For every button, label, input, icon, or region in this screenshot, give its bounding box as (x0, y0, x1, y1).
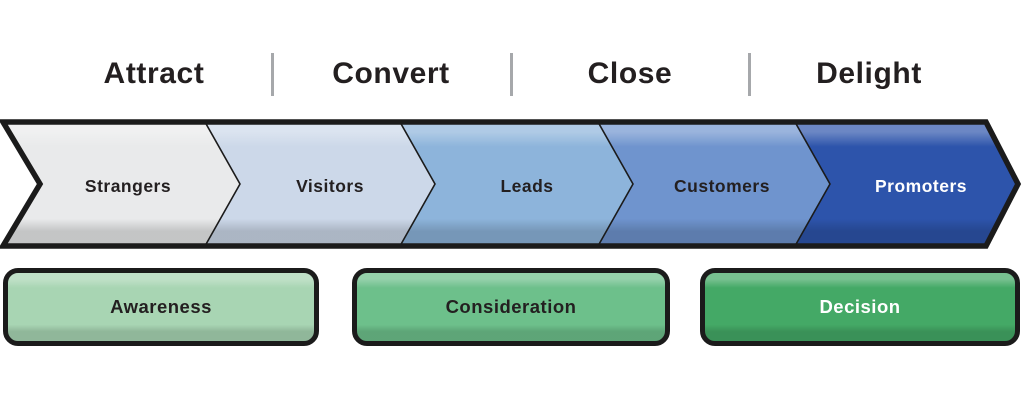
stage-label-strangers: Strangers (85, 176, 171, 196)
phase-label-close: Close (587, 57, 673, 90)
phase-label-delight: Delight (816, 57, 922, 90)
phase-label-attract: Attract (103, 57, 205, 90)
journey-label-awareness: Awareness (110, 296, 212, 317)
journey-box-consideration: Consideration (352, 268, 670, 346)
stage-label-promoters: Promoters (875, 176, 967, 196)
stage-label-visitors: Visitors (296, 176, 364, 196)
funnel-arrow-band: Strangers Visitors Leads Customers Promo… (0, 119, 1022, 249)
segment-divider (204, 121, 241, 247)
journey-box-awareness: Awareness (3, 268, 319, 346)
band-shading-overlay (3, 122, 1018, 246)
journey-label-consideration: Consideration (445, 296, 577, 317)
band-outline (0, 119, 1022, 249)
phase-divider (271, 53, 274, 96)
phase-divider (510, 53, 513, 96)
segment-divider (794, 121, 831, 247)
phase-divider (748, 53, 751, 96)
journey-box-decision: Decision (700, 268, 1020, 346)
phase-label-convert: Convert (332, 57, 450, 90)
stage-label-customers: Customers (674, 176, 770, 196)
segment-divider (399, 121, 436, 247)
segment-divider (597, 121, 634, 247)
stage-label-leads: Leads (500, 176, 553, 196)
journey-label-decision: Decision (819, 296, 901, 317)
